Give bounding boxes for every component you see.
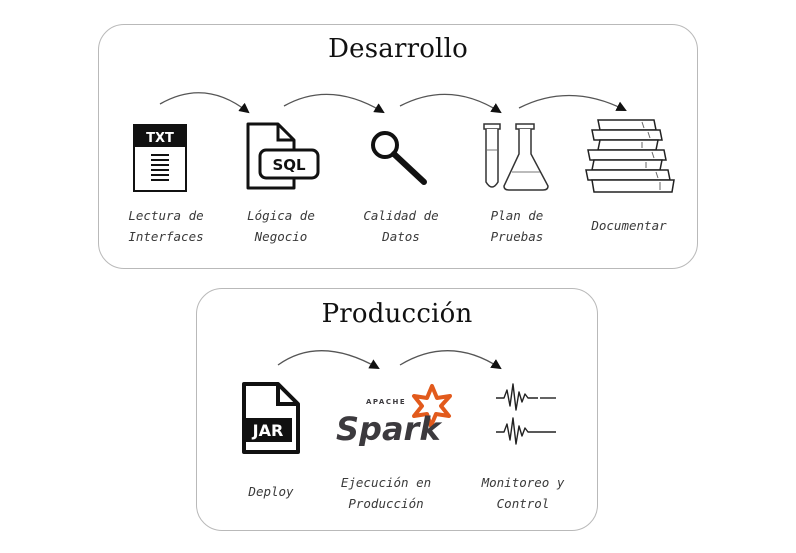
spark-logo-text: Spark bbox=[336, 410, 442, 446]
txt-document-icon: TXT bbox=[133, 124, 187, 192]
step-label-ejecucion: Ejecución en Producción bbox=[340, 475, 432, 511]
arrow-dev-1 bbox=[159, 92, 250, 114]
arrow-dev-3 bbox=[399, 93, 502, 114]
jar-badge: JAR bbox=[252, 421, 284, 440]
desarrollo-title: Desarrollo bbox=[328, 34, 468, 64]
step-label-lectura: Lectura de Interfaces bbox=[128, 208, 204, 244]
book-stack-icon bbox=[585, 119, 675, 193]
step-label-monitoreo: Monitoreo y Control bbox=[481, 475, 565, 511]
produccion-title: Producción bbox=[321, 299, 473, 329]
arrow-prod-1 bbox=[277, 350, 380, 370]
waveform-monitor-icon bbox=[496, 383, 556, 445]
sql-file-icon: SQL bbox=[246, 122, 320, 190]
step-label-deploy: Deploy bbox=[248, 484, 294, 499]
txt-badge: TXT bbox=[146, 131, 174, 146]
test-tube-flask-icon bbox=[483, 123, 549, 191]
apache-spark-logo-icon: APACHE Spark bbox=[336, 384, 452, 446]
spark-apache-text: APACHE bbox=[366, 398, 406, 406]
arrow-dev-4 bbox=[518, 94, 627, 111]
sql-badge: SQL bbox=[272, 156, 306, 174]
step-label-logica: Lógica de Negocio bbox=[247, 208, 315, 244]
step-label-documentar: Documentar bbox=[591, 218, 667, 233]
magnifying-glass-icon bbox=[371, 131, 427, 185]
jar-file-icon: JAR bbox=[242, 382, 300, 454]
step-label-plan: Plan de Pruebas bbox=[490, 208, 544, 244]
arrow-prod-2 bbox=[399, 350, 502, 370]
produccion-panel: Producción bbox=[196, 288, 598, 531]
step-label-calidad: Calidad de Datos bbox=[363, 208, 439, 244]
arrow-dev-2 bbox=[283, 93, 385, 114]
